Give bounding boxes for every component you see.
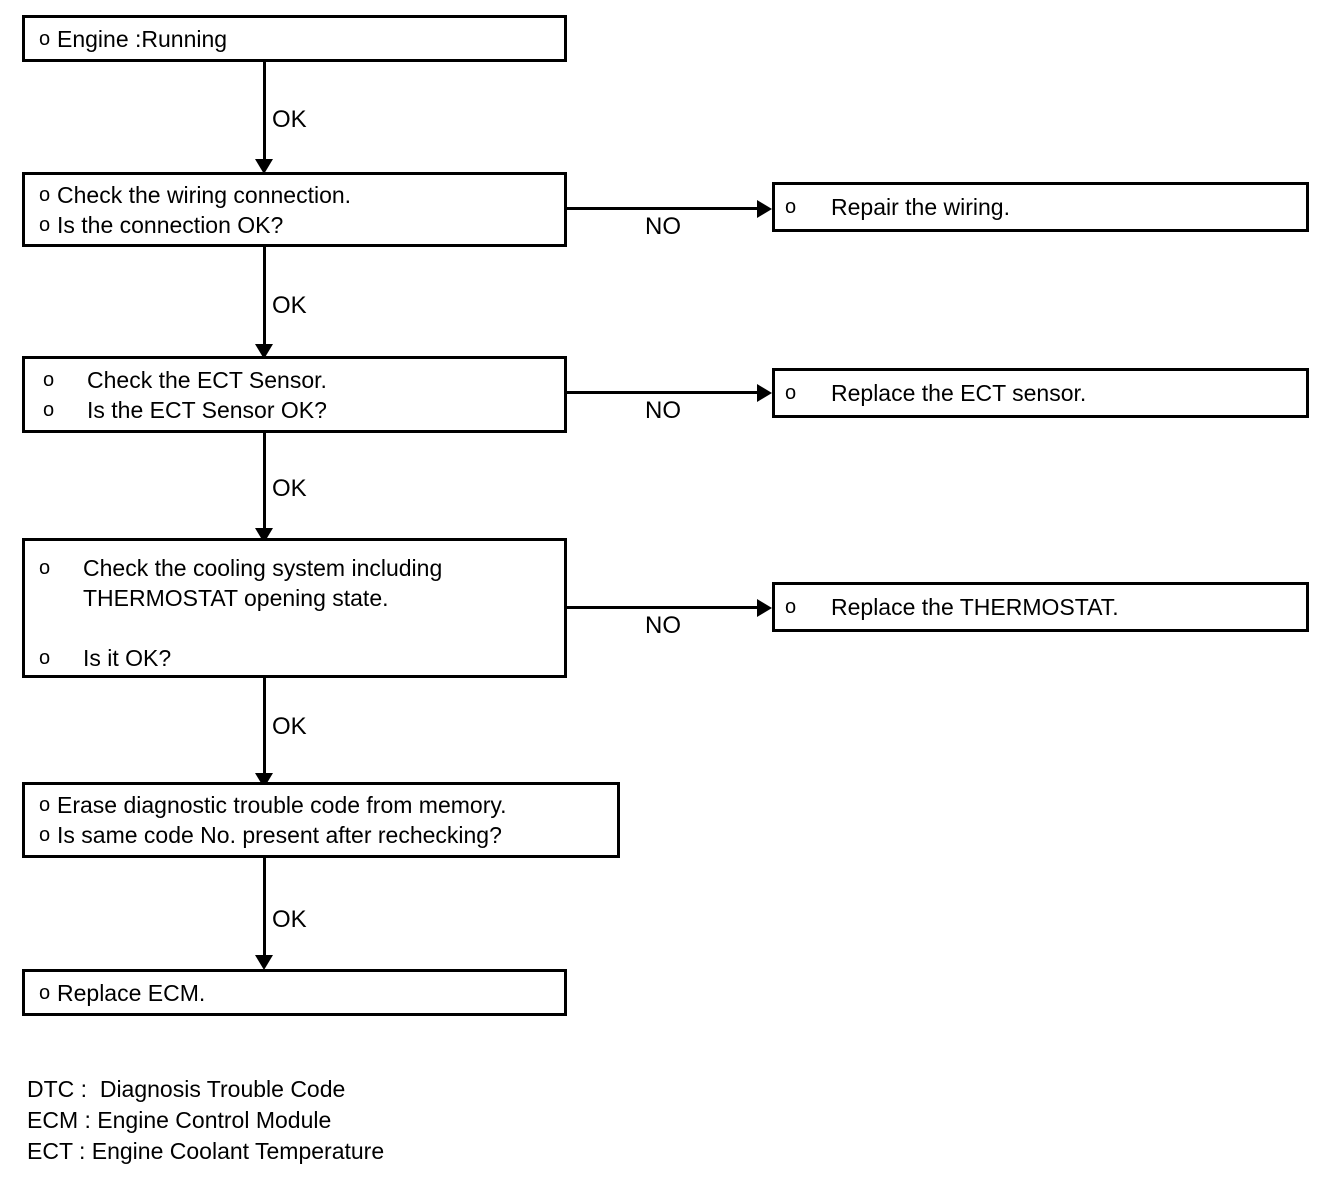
node-replace-thermostat-body: o Replace the THERMOSTAT. bbox=[775, 592, 1306, 622]
node-replace-ect-sensor-line-1: Replace the ECT sensor. bbox=[831, 380, 1087, 406]
node-erase-dtc[interactable]: o Erase diagnostic trouble code from mem… bbox=[22, 782, 620, 858]
node-line: o Repair the wiring. bbox=[785, 192, 1306, 222]
edge-label-ok-2: OK bbox=[272, 292, 307, 319]
node-replace-thermostat-line-1: Replace the THERMOSTAT. bbox=[831, 594, 1119, 620]
node-line: o Erase diagnostic trouble code from mem… bbox=[39, 790, 617, 820]
node-replace-ecm-line-1: Replace ECM. bbox=[57, 979, 206, 1006]
node-check-wiring-line-2: Is the connection OK? bbox=[57, 211, 284, 238]
connector-ok-2-line bbox=[263, 247, 266, 347]
node-erase-dtc-body: o Erase diagnostic trouble code from mem… bbox=[25, 790, 617, 850]
node-check-wiring-line-1: Check the wiring connection. bbox=[57, 181, 352, 208]
node-check-cooling-system-line-1: Check the cooling system including THERM… bbox=[83, 555, 443, 611]
node-check-ect-sensor[interactable]: o Check the ECT Sensor. o Is the ECT Sen… bbox=[22, 356, 567, 433]
bullet-glyph: o bbox=[39, 213, 51, 236]
node-check-cooling-system[interactable]: o Check the cooling system including THE… bbox=[22, 538, 567, 678]
node-check-ect-sensor-line-2: Is the ECT Sensor OK? bbox=[87, 396, 327, 423]
bullet-glyph: o bbox=[39, 557, 51, 579]
node-engine-running-body: o Engine :Running bbox=[25, 24, 564, 54]
bullet-glyph: o bbox=[43, 368, 55, 391]
node-engine-running[interactable]: o Engine :Running bbox=[22, 15, 567, 62]
edge-label-no-3: NO bbox=[645, 612, 681, 639]
node-replace-ecm-body: o Replace ECM. bbox=[25, 978, 564, 1008]
node-line: o Check the wiring connection. bbox=[39, 180, 564, 210]
bullet-glyph: o bbox=[39, 794, 51, 816]
node-check-wiring[interactable]: o Check the wiring connection. o Is the … bbox=[22, 172, 567, 247]
node-replace-thermostat[interactable]: o Replace the THERMOSTAT. bbox=[772, 582, 1309, 632]
node-replace-ect-sensor-body: o Replace the ECT sensor. bbox=[775, 378, 1306, 408]
bullet-glyph: o bbox=[39, 981, 51, 1004]
node-check-wiring-body: o Check the wiring connection. o Is the … bbox=[25, 180, 564, 240]
bullet-glyph: o bbox=[39, 647, 51, 669]
connector-no-1-arrowhead bbox=[757, 200, 772, 218]
bullet-glyph: o bbox=[39, 27, 51, 50]
bullet-glyph: o bbox=[39, 824, 51, 846]
node-check-ect-sensor-body: o Check the ECT Sensor. o Is the ECT Sen… bbox=[25, 365, 564, 425]
node-check-ect-sensor-line-1: Check the ECT Sensor. bbox=[87, 366, 327, 393]
connector-ok-1-line bbox=[263, 62, 266, 162]
legend-line-ecm: ECM : Engine Control Module bbox=[27, 1107, 332, 1133]
connector-ok-4-line bbox=[263, 678, 266, 778]
edge-label-no-2: NO bbox=[645, 397, 681, 424]
node-erase-dtc-line-1: Erase diagnostic trouble code from memor… bbox=[57, 792, 507, 818]
bullet-glyph: o bbox=[785, 596, 797, 618]
node-repair-wiring[interactable]: o Repair the wiring. bbox=[772, 182, 1309, 232]
node-replace-ect-sensor[interactable]: o Replace the ECT sensor. bbox=[772, 368, 1309, 418]
connector-ok-3-line bbox=[263, 433, 266, 533]
connector-ok-5-arrowhead bbox=[255, 955, 273, 970]
connector-no-1-line bbox=[567, 207, 757, 210]
bullet-glyph: o bbox=[785, 196, 797, 218]
node-line: o Replace the THERMOSTAT. bbox=[785, 592, 1306, 622]
connector-ok-5-line bbox=[263, 858, 266, 958]
node-line: o Is the ECT Sensor OK? bbox=[43, 395, 564, 425]
node-line: o Replace ECM. bbox=[39, 978, 564, 1008]
node-replace-ecm[interactable]: o Replace ECM. bbox=[22, 969, 567, 1016]
node-line: o Engine :Running bbox=[39, 24, 564, 54]
edge-label-ok-1: OK bbox=[272, 106, 307, 133]
node-repair-wiring-body: o Repair the wiring. bbox=[775, 192, 1306, 222]
connector-no-3-line bbox=[567, 606, 757, 609]
node-line: o Is it OK? bbox=[39, 643, 564, 673]
bullet-glyph: o bbox=[785, 382, 797, 404]
connector-no-2-line bbox=[567, 391, 757, 394]
node-erase-dtc-line-2: Is same code No. present after recheckin… bbox=[57, 822, 502, 848]
connector-ok-2-arrowhead bbox=[255, 344, 273, 359]
node-repair-wiring-line-1: Repair the wiring. bbox=[831, 194, 1010, 220]
edge-label-no-1: NO bbox=[645, 213, 681, 240]
node-check-cooling-system-line-2: Is it OK? bbox=[83, 645, 172, 671]
spacer bbox=[39, 613, 564, 643]
node-line: o Is same code No. present after recheck… bbox=[39, 820, 617, 850]
bullet-glyph: o bbox=[39, 183, 51, 206]
connector-no-2-arrowhead bbox=[757, 384, 772, 402]
legend-line-dtc: DTC : Diagnosis Trouble Code bbox=[27, 1076, 346, 1102]
node-check-cooling-system-body: o Check the cooling system including THE… bbox=[25, 541, 564, 673]
edge-label-ok-4: OK bbox=[272, 713, 307, 740]
legend-line-ect: ECT : Engine Coolant Temperature bbox=[27, 1138, 385, 1164]
connector-no-3-arrowhead bbox=[757, 599, 772, 617]
edge-label-ok-3: OK bbox=[272, 475, 307, 502]
edge-label-ok-5: OK bbox=[272, 906, 307, 933]
node-engine-running-line-1: Engine :Running bbox=[57, 25, 228, 52]
bullet-glyph: o bbox=[43, 398, 55, 421]
node-line: o Check the cooling system including THE… bbox=[39, 553, 564, 613]
node-line: o Is the connection OK? bbox=[39, 210, 564, 240]
node-line: o Replace the ECT sensor. bbox=[785, 378, 1306, 408]
node-line: o Check the ECT Sensor. bbox=[43, 365, 564, 395]
connector-ok-1-arrowhead bbox=[255, 159, 273, 174]
